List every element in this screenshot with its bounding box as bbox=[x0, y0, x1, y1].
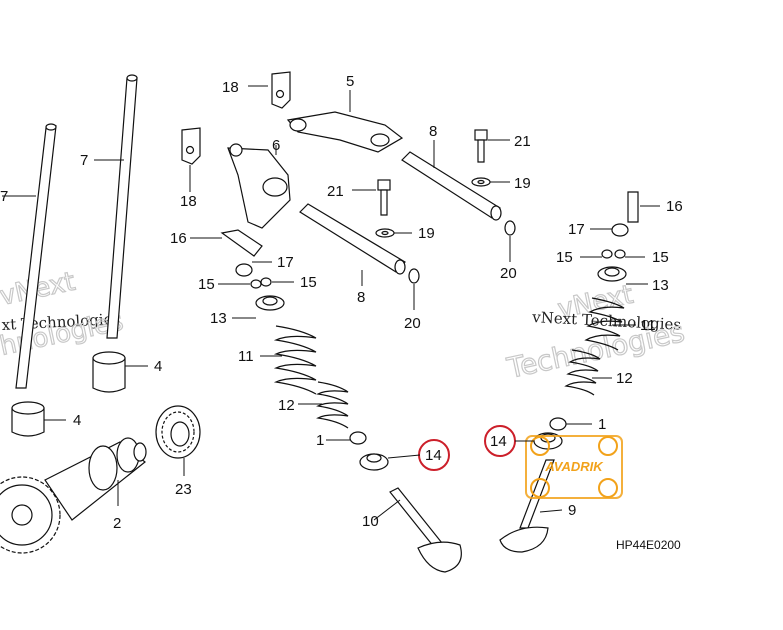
callout-8: 8 bbox=[429, 123, 437, 140]
rocker-arm-right bbox=[286, 111, 404, 153]
callout-6: 6 bbox=[272, 137, 280, 154]
o-ring-upper bbox=[504, 220, 516, 236]
spring-retainer-right bbox=[597, 266, 627, 282]
spring-seat-left bbox=[349, 431, 367, 445]
callout-19: 19 bbox=[418, 225, 435, 242]
callout-14: 14 bbox=[490, 433, 507, 450]
callout-16: 16 bbox=[666, 198, 683, 215]
callout-19: 19 bbox=[514, 175, 531, 192]
callout-20: 20 bbox=[500, 265, 517, 282]
callout-13: 13 bbox=[652, 277, 669, 294]
diagram-code: HP44E0200 bbox=[616, 538, 681, 552]
outer-spring-right bbox=[584, 297, 625, 351]
callout-11: 11 bbox=[238, 348, 254, 365]
push-rod-left bbox=[15, 123, 57, 389]
callout-10: 10 bbox=[362, 513, 379, 530]
callout-11: 11 bbox=[640, 317, 656, 334]
push-rod-right bbox=[106, 74, 138, 339]
callout-21: 21 bbox=[327, 183, 344, 200]
tappet-lower bbox=[11, 401, 45, 437]
bolt-upper bbox=[474, 129, 488, 163]
callout-23: 23 bbox=[175, 481, 192, 498]
callout-4: 4 bbox=[73, 412, 81, 429]
callout-15: 15 bbox=[198, 276, 215, 293]
washer-upper bbox=[471, 177, 491, 187]
callout-14: 14 bbox=[425, 447, 442, 464]
callout-4: 4 bbox=[154, 358, 162, 375]
bearing bbox=[155, 405, 201, 459]
avadrik-logo: AVADRIK bbox=[525, 435, 623, 499]
callout-12: 12 bbox=[278, 397, 295, 414]
logo-text: AVADRIK bbox=[544, 459, 604, 474]
callout-16: 16 bbox=[170, 230, 187, 247]
callout-21: 21 bbox=[514, 133, 531, 150]
callout-12: 12 bbox=[616, 370, 633, 387]
callout-7: 7 bbox=[0, 188, 8, 205]
callout-5: 5 bbox=[346, 73, 354, 90]
callouts: 18 5 18 6 8 21 19 21 19 8 20 20 16 17 15… bbox=[0, 73, 683, 532]
inner-spring-left bbox=[316, 381, 349, 429]
callout-18: 18 bbox=[180, 193, 197, 210]
callout-2: 2 bbox=[113, 515, 121, 532]
callout-18: 18 bbox=[222, 79, 239, 96]
callout-1: 1 bbox=[598, 416, 606, 433]
rocker-arm-left bbox=[227, 143, 291, 229]
callout-8: 8 bbox=[357, 289, 365, 306]
leader-lines bbox=[2, 85, 660, 521]
spring-retainer-left bbox=[255, 295, 285, 311]
camshaft bbox=[0, 437, 147, 554]
tappet-upper bbox=[92, 351, 126, 393]
bolt-lower bbox=[377, 179, 391, 216]
callout-13: 13 bbox=[210, 310, 227, 327]
lock-nut-left bbox=[235, 263, 253, 277]
stem-seal-left bbox=[359, 453, 389, 471]
washer-lower bbox=[375, 228, 395, 238]
callout-15: 15 bbox=[300, 274, 317, 291]
callout-15: 15 bbox=[652, 249, 669, 266]
callout-17: 17 bbox=[568, 221, 585, 238]
valve-right bbox=[499, 459, 555, 553]
bracket-upper bbox=[271, 71, 291, 109]
callout-1: 1 bbox=[316, 432, 324, 449]
cotter-left bbox=[250, 277, 272, 289]
valve-left bbox=[389, 487, 462, 573]
callout-20: 20 bbox=[404, 315, 421, 332]
o-ring-lower bbox=[408, 268, 420, 284]
watermark-left: vNext xt Technologies hnologies bbox=[0, 266, 127, 362]
outer-spring-left bbox=[273, 325, 317, 395]
rocker-shaft-lower bbox=[299, 203, 406, 275]
adjuster-screw-right bbox=[627, 191, 639, 223]
bracket-lower bbox=[181, 127, 201, 165]
rocker-shaft-upper bbox=[401, 151, 502, 221]
spring-seat-right bbox=[549, 417, 567, 431]
cotter-right bbox=[601, 249, 626, 259]
callout-15: 15 bbox=[556, 249, 573, 266]
callout-7: 7 bbox=[80, 152, 88, 169]
adjuster-screw-left bbox=[220, 229, 263, 257]
callout-17: 17 bbox=[277, 254, 294, 271]
inner-spring-right bbox=[564, 349, 601, 396]
callout-9: 9 bbox=[568, 502, 576, 519]
lock-nut-right bbox=[611, 223, 629, 237]
